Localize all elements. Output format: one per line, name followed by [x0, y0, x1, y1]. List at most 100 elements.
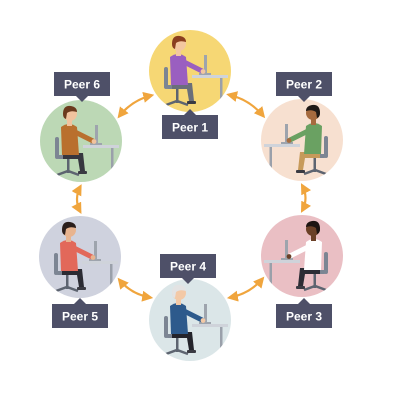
- monitor-stand-icon: [199, 322, 211, 324]
- peer1-label-pointer: [184, 109, 196, 115]
- peer2-label: Peer 2: [286, 78, 322, 92]
- peer1-scene: [164, 35, 228, 108]
- shoe-icon: [187, 350, 196, 353]
- neck-icon: [311, 119, 316, 125]
- torso-icon: [61, 124, 79, 155]
- chair-post-icon: [66, 275, 69, 289]
- peer-labels: Peer 1 Peer 2 Peer 3 Peer 4 Peer 5 Peer 6: [52, 72, 332, 328]
- monitor-stand-icon: [90, 143, 102, 145]
- pants-icon: [298, 152, 320, 170]
- peer4-figure: [164, 284, 228, 357]
- pants-icon: [298, 268, 320, 286]
- desk-icon: [192, 324, 228, 327]
- peer-nodes: [39, 30, 343, 361]
- hair-icon: [172, 35, 186, 49]
- desk-leg-icon: [111, 148, 114, 178]
- desk-leg-icon: [220, 78, 223, 108]
- peer4-scene: [164, 284, 228, 357]
- peer5-label-bg: [52, 304, 108, 328]
- chair-base-icon: [56, 169, 80, 177]
- peer5-node: [39, 216, 121, 298]
- hair-icon: [63, 105, 77, 119]
- shoe-icon: [78, 171, 87, 174]
- peer3-label-pointer: [298, 298, 310, 304]
- peer5-figure: [54, 221, 118, 294]
- chair-base-icon: [303, 168, 327, 176]
- hair-icon: [306, 104, 320, 118]
- hair-icon: [62, 221, 76, 235]
- peer3-figure: [264, 220, 328, 293]
- peer6-label-pointer: [76, 96, 88, 102]
- monitor-icon: [285, 124, 288, 144]
- desk-leg-icon: [110, 264, 113, 294]
- hand-icon: [200, 318, 206, 323]
- desk-icon: [82, 261, 118, 264]
- peer5-label-tag: Peer 5: [52, 298, 108, 328]
- torso-icon: [170, 54, 188, 85]
- arm-icon: [287, 127, 313, 143]
- arrow-peer5-peer6: [71, 184, 82, 214]
- monitor-stand-icon: [199, 73, 211, 75]
- peer6-label-bg: [54, 72, 110, 96]
- arrow-peer2-peer3: [300, 183, 312, 213]
- peer3-label-bg: [276, 304, 332, 328]
- peer2-scene: [264, 104, 328, 177]
- torso-icon: [304, 123, 322, 154]
- peer1-figure: [164, 35, 228, 108]
- neck-icon: [176, 50, 181, 56]
- chair-base-icon: [165, 99, 189, 107]
- chair-post-icon: [176, 89, 179, 103]
- desk-icon: [264, 144, 300, 147]
- peer4-circle: [149, 279, 231, 361]
- hand-icon: [200, 69, 206, 74]
- chair-post-icon: [313, 158, 316, 172]
- arm-icon: [70, 128, 96, 144]
- peer3-label-tag: Peer 3: [276, 298, 332, 328]
- pants-icon: [172, 332, 194, 350]
- hand-icon: [286, 254, 292, 259]
- neck-icon: [311, 235, 316, 241]
- peer2-label-tag: Peer 2: [276, 72, 332, 102]
- hair-icon: [172, 284, 186, 298]
- peer4-label: Peer 4: [170, 260, 206, 274]
- peer3-circle: [261, 215, 343, 297]
- peer6-label-tag: Peer 6: [54, 72, 110, 102]
- shoe-icon: [296, 170, 305, 173]
- neck-icon: [67, 120, 72, 126]
- chair-back-icon: [164, 67, 168, 89]
- peer6-node: [40, 100, 122, 182]
- peer3-label: Peer 3: [286, 310, 322, 324]
- chair-back-icon: [324, 136, 328, 158]
- torso-icon: [170, 303, 188, 334]
- desk-leg-icon: [269, 263, 272, 293]
- torso-icon: [60, 240, 78, 271]
- peer4-node: [149, 279, 231, 361]
- monitor-icon: [204, 304, 207, 324]
- shoe-icon: [296, 286, 305, 289]
- desk-icon: [264, 260, 300, 263]
- peer1-label: Peer 1: [172, 121, 208, 135]
- monitor-icon: [204, 55, 207, 75]
- arm-icon: [69, 244, 95, 260]
- pants-icon: [172, 83, 194, 101]
- peer4-label-pointer: [182, 278, 194, 284]
- monitor-stand-icon: [281, 258, 293, 260]
- desk-icon: [83, 145, 119, 148]
- hand-icon: [286, 138, 292, 143]
- arm-icon: [287, 243, 313, 259]
- chair-back-icon: [324, 252, 328, 274]
- chair-back-icon: [55, 137, 59, 159]
- neck-icon: [176, 299, 181, 305]
- chair-post-icon: [67, 159, 70, 173]
- pants-icon: [63, 153, 85, 171]
- arm-icon: [179, 58, 205, 74]
- desk-icon: [192, 75, 228, 78]
- monitor-icon: [94, 241, 97, 261]
- connection-arrows: [71, 91, 312, 302]
- arrow-peer4-peer5: [117, 277, 154, 302]
- peer2-circle: [261, 99, 343, 181]
- arrow-peer3-peer4: [226, 276, 265, 302]
- peer1-circle: [149, 30, 231, 112]
- peer5-label: Peer 5: [62, 310, 98, 324]
